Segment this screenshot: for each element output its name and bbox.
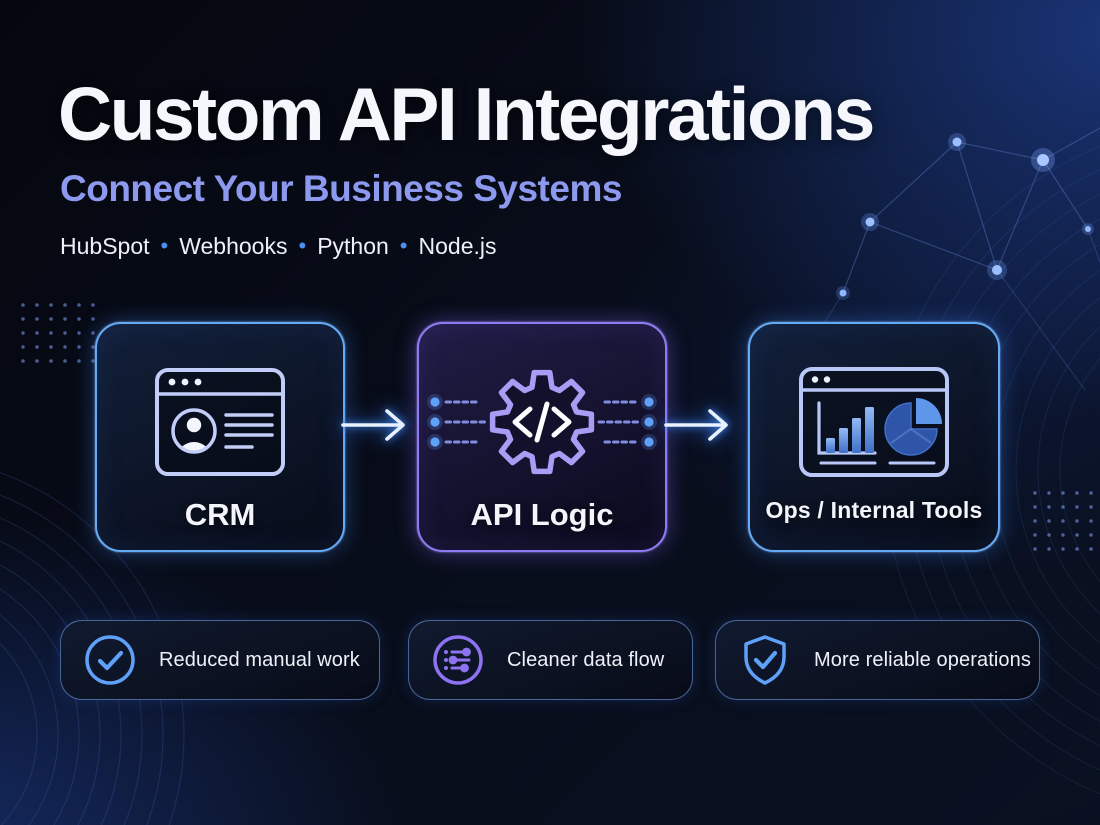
benefit-label: Reduced manual work	[159, 648, 360, 671]
text-lines	[224, 413, 274, 449]
flow-card-ops-internal-tools: Ops / Internal Tools	[748, 322, 1000, 552]
bullet-separator-icon: •	[160, 232, 169, 258]
benefit-label: Cleaner data flow	[507, 648, 665, 671]
bullet-separator-icon: •	[298, 232, 307, 258]
dot-grid-left	[16, 298, 102, 368]
shield-check-icon	[744, 635, 786, 685]
gear-code-icon	[419, 356, 665, 488]
flow-card-api-logic: API Logic	[417, 322, 667, 552]
benefit-label: More reliable operations	[814, 648, 1031, 671]
crm-window-contact-icon	[154, 356, 286, 488]
arrow-right-icon	[663, 404, 741, 446]
page-subtitle: Connect Your Business Systems	[60, 168, 622, 209]
arrow-right-icon	[340, 404, 418, 446]
pie-chart	[884, 398, 942, 465]
tech-item-python: Python	[317, 233, 389, 259]
constellation-lines	[794, 127, 1100, 391]
bullet-separator-icon: •	[399, 232, 408, 258]
data-stream-right	[597, 394, 657, 450]
flow-card-label: CRM	[184, 497, 256, 532]
flow-card-label: API Logic	[470, 497, 614, 532]
dot-grid-right	[1028, 486, 1100, 556]
flow-card-label: Ops / Internal Tools	[765, 497, 983, 523]
page-title: Custom API Integrations	[58, 72, 875, 156]
data-stream-left	[427, 394, 487, 450]
benefit-badge-cleaner-data-flow: Cleaner data flow	[408, 620, 693, 700]
tech-item-nodejs: Node.js	[418, 233, 497, 259]
check-circle-icon	[85, 635, 135, 685]
flow-card-crm: CRM	[95, 322, 345, 552]
concentric-arcs-bottom-left	[0, 472, 185, 825]
code-glyph	[512, 401, 572, 443]
avatar	[171, 408, 217, 454]
tech-item-webhooks: Webhooks	[179, 233, 288, 259]
window-dots	[168, 378, 202, 386]
dashboard-charts-icon	[798, 356, 950, 488]
window-dots	[811, 376, 831, 383]
constellation-nodes	[836, 133, 1094, 300]
tech-stack-list: HubSpot • Webhooks • Python • Node.js	[60, 233, 496, 260]
tech-item-hubspot: HubSpot	[60, 233, 150, 259]
benefit-badge-reduced-manual-work: Reduced manual work	[60, 620, 380, 700]
bar-chart	[817, 401, 877, 465]
data-sliders-icon	[433, 635, 483, 685]
benefit-badge-more-reliable-operations: More reliable operations	[715, 620, 1040, 700]
